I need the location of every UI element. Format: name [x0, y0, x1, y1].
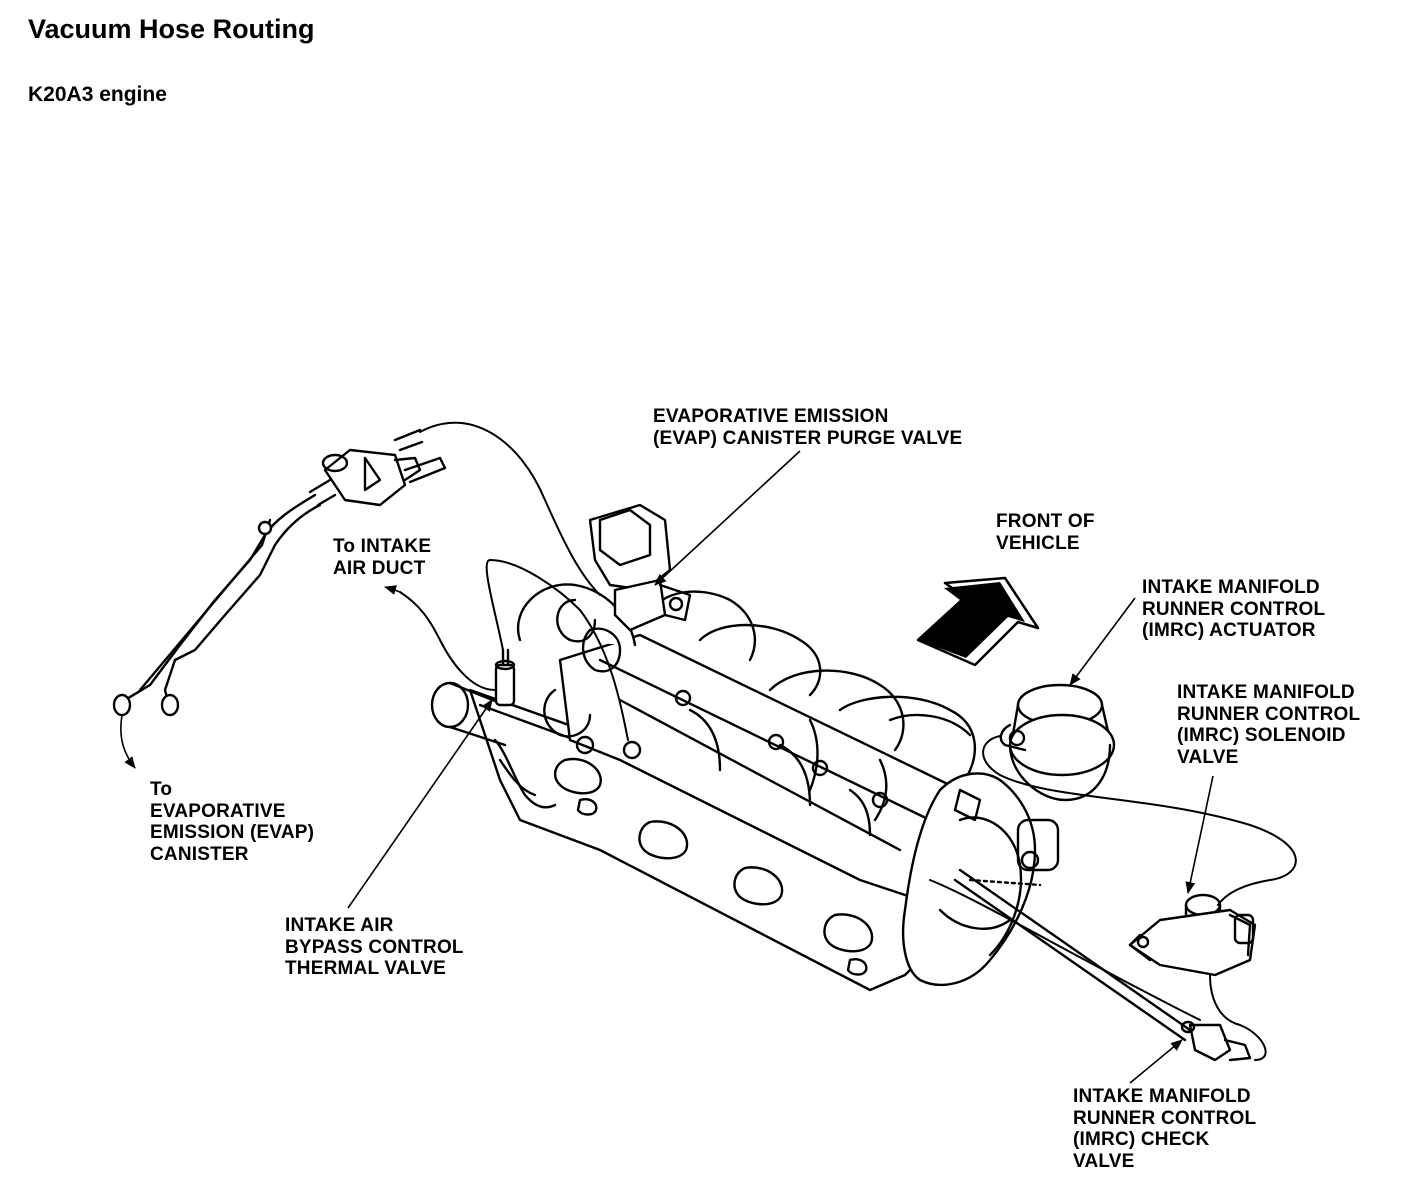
callout-imrc-check-valve: INTAKE MANIFOLD RUNNER CONTROL (IMRC) CH…	[1073, 1086, 1257, 1172]
arrow-to-air-duct	[384, 585, 401, 595]
evap-purge-valve	[543, 503, 692, 738]
bypass-thermal-valve	[494, 648, 516, 707]
leader-imrc-actuator	[1069, 597, 1136, 686]
front-arrow-icon	[916, 576, 1040, 667]
leader-imrc-solenoid	[1185, 775, 1214, 894]
callout-bypass-thermal-valve: INTAKE AIR BYPASS CONTROL THERMAL VALVE	[285, 915, 464, 979]
vacuum-hoses	[399, 421, 1297, 1061]
page-title: Vacuum Hose Routing	[28, 14, 315, 44]
evap-canister-fitting	[112, 428, 447, 717]
callout-imrc-solenoid: INTAKE MANIFOLD RUNNER CONTROL (IMRC) SO…	[1177, 682, 1361, 768]
arrow-to-evap-canister	[120, 714, 136, 769]
right-housing	[901, 772, 1060, 987]
imrc-check-valve	[1180, 1020, 1252, 1062]
imrc-actuator	[999, 683, 1116, 802]
leader-bypass-valve	[347, 699, 493, 909]
callout-imrc-actuator: INTAKE MANIFOLD RUNNER CONTROL (IMRC) AC…	[1142, 577, 1326, 641]
callout-evap-purge-valve: EVAPORATIVE EMISSION (EVAP) CANISTER PUR…	[653, 406, 963, 449]
vacuum-rail	[953, 868, 1192, 1042]
intake-plenum	[558, 633, 962, 902]
imrc-solenoid-valve	[1128, 893, 1257, 977]
callout-to-evap-canister: To EVAPORATIVE EMISSION (EVAP) CANISTER	[150, 779, 315, 865]
leader-lines	[120, 450, 1214, 1084]
manifold-flange	[468, 688, 962, 992]
leader-evap-purge	[654, 450, 801, 586]
leader-imrc-check	[1129, 1039, 1183, 1084]
callout-front-of-vehicle: FRONT OF VEHICLE	[996, 511, 1095, 554]
engine-subtitle: K20A3 engine	[28, 83, 167, 106]
callout-to-intake-air-duct: To INTAKE AIR DUCT	[333, 536, 432, 579]
